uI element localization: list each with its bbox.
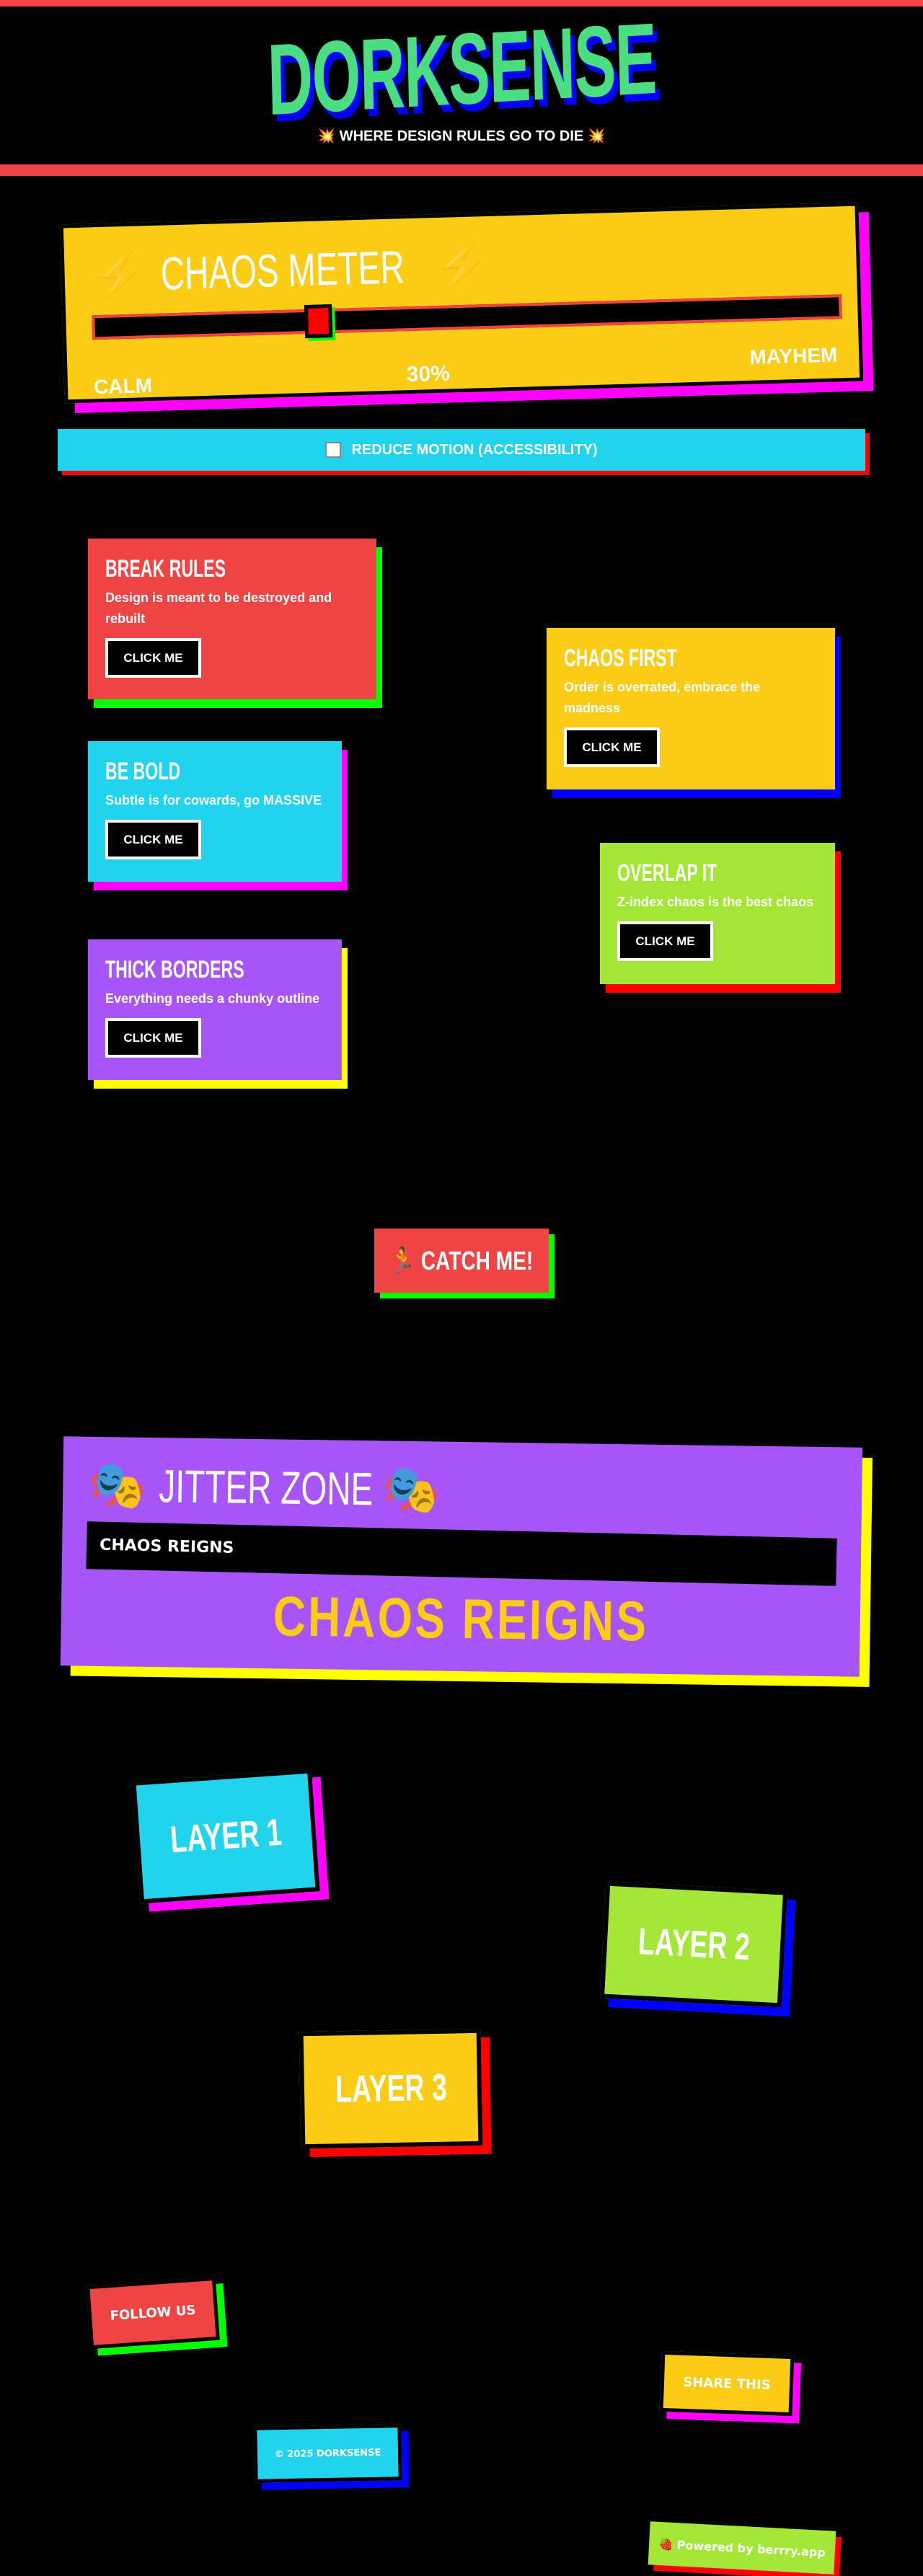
top-stripe <box>0 0 923 6</box>
feature-card: CHAOS FIRST Order is overrated, embrace … <box>547 628 835 789</box>
jitter-text-input[interactable]: CHAOS REIGNS <box>86 1521 837 1586</box>
chaos-slider[interactable] <box>92 294 842 340</box>
card-title: BREAK RULES <box>105 555 226 583</box>
follow-us-button[interactable]: FOLLOW US <box>86 2276 220 2350</box>
logo: DORKSENSE <box>0 1 923 136</box>
feature-card: OVERLAP IT Z-index chaos is the best cha… <box>600 843 835 984</box>
card-description: Subtle is for cowards, go MASSIVE <box>105 793 322 807</box>
chaos-slider-thumb[interactable] <box>304 304 332 339</box>
click-me-button[interactable]: CLICK ME <box>564 727 660 767</box>
layer-3: LAYER 3 <box>299 2028 483 2149</box>
card-title: CHAOS FIRST <box>564 645 677 672</box>
lightning-icon: ⚡ <box>432 238 491 293</box>
jitter-zone-title: 🎭 JITTER ZONE 🎭 <box>88 1459 441 1516</box>
reduce-motion-checkbox[interactable] <box>325 442 342 458</box>
mayhem-label: MAYHEM <box>748 343 838 368</box>
lightning-icon: ⚡ <box>89 248 149 302</box>
click-me-button[interactable]: CLICK ME <box>105 638 201 678</box>
card-title: BE BOLD <box>105 758 181 785</box>
card-title: THICK BORDERS <box>105 956 244 983</box>
click-me-button[interactable]: CLICK ME <box>105 1018 201 1058</box>
reduce-motion-label: REDUCE MOTION (ACCESSIBILITY) <box>351 441 598 458</box>
card-description: Order is overrated, embrace the madness <box>564 680 761 715</box>
chaos-meter-panel: ⚡ CHAOS METER ⚡ CALM 30% MAYHEM <box>59 202 864 404</box>
theater-masks-icon: 🎭 <box>382 1463 441 1516</box>
chaos-value: 30% <box>406 361 451 387</box>
feature-card: THICK BORDERS Everything needs a chunky … <box>88 939 342 1080</box>
header-stripe <box>0 164 923 176</box>
feature-card: BREAK RULES Design is meant to be destro… <box>88 539 376 699</box>
card-title: OVERLAP IT <box>617 859 717 887</box>
click-me-button[interactable]: CLICK ME <box>105 820 201 859</box>
layer-1: LAYER 1 <box>131 1769 320 1904</box>
click-me-button[interactable]: CLICK ME <box>617 921 713 961</box>
theater-masks-icon: 🎭 <box>88 1459 147 1512</box>
share-this-button[interactable]: SHARE THIS <box>659 2350 795 2417</box>
copyright-badge: © 2025 DORKSENSE <box>253 2424 402 2483</box>
chaos-meter-title: ⚡ CHAOS METER ⚡ <box>89 238 491 302</box>
reduce-motion-toggle[interactable]: REDUCE MOTION (ACCESSIBILITY) <box>58 429 865 471</box>
powered-by-link[interactable]: 🍓 Powered by berrry.app <box>648 2521 836 2575</box>
tagline: 💥 WHERE DESIGN RULES GO TO DIE 💥 <box>317 128 606 144</box>
calm-label: CALM <box>93 374 153 399</box>
site-title: DORKSENSE <box>266 1 657 137</box>
card-description: Design is meant to be destroyed and rebu… <box>105 590 332 626</box>
card-description: Everything needs a chunky outline <box>105 991 320 1006</box>
catch-me-button[interactable]: 🏃 CATCH ME! <box>374 1229 549 1293</box>
card-description: Z-index chaos is the best chaos <box>617 895 814 909</box>
layer-2: LAYER 2 <box>599 1881 788 2008</box>
feature-card: BE BOLD Subtle is for cowards, go MASSIV… <box>88 741 342 882</box>
jitter-display-text: CHAOS REIGNS <box>273 1584 649 1653</box>
jitter-zone-panel: 🎭 JITTER ZONE 🎭 CHAOS REIGNS CHAOS REIGN… <box>60 1436 863 1677</box>
